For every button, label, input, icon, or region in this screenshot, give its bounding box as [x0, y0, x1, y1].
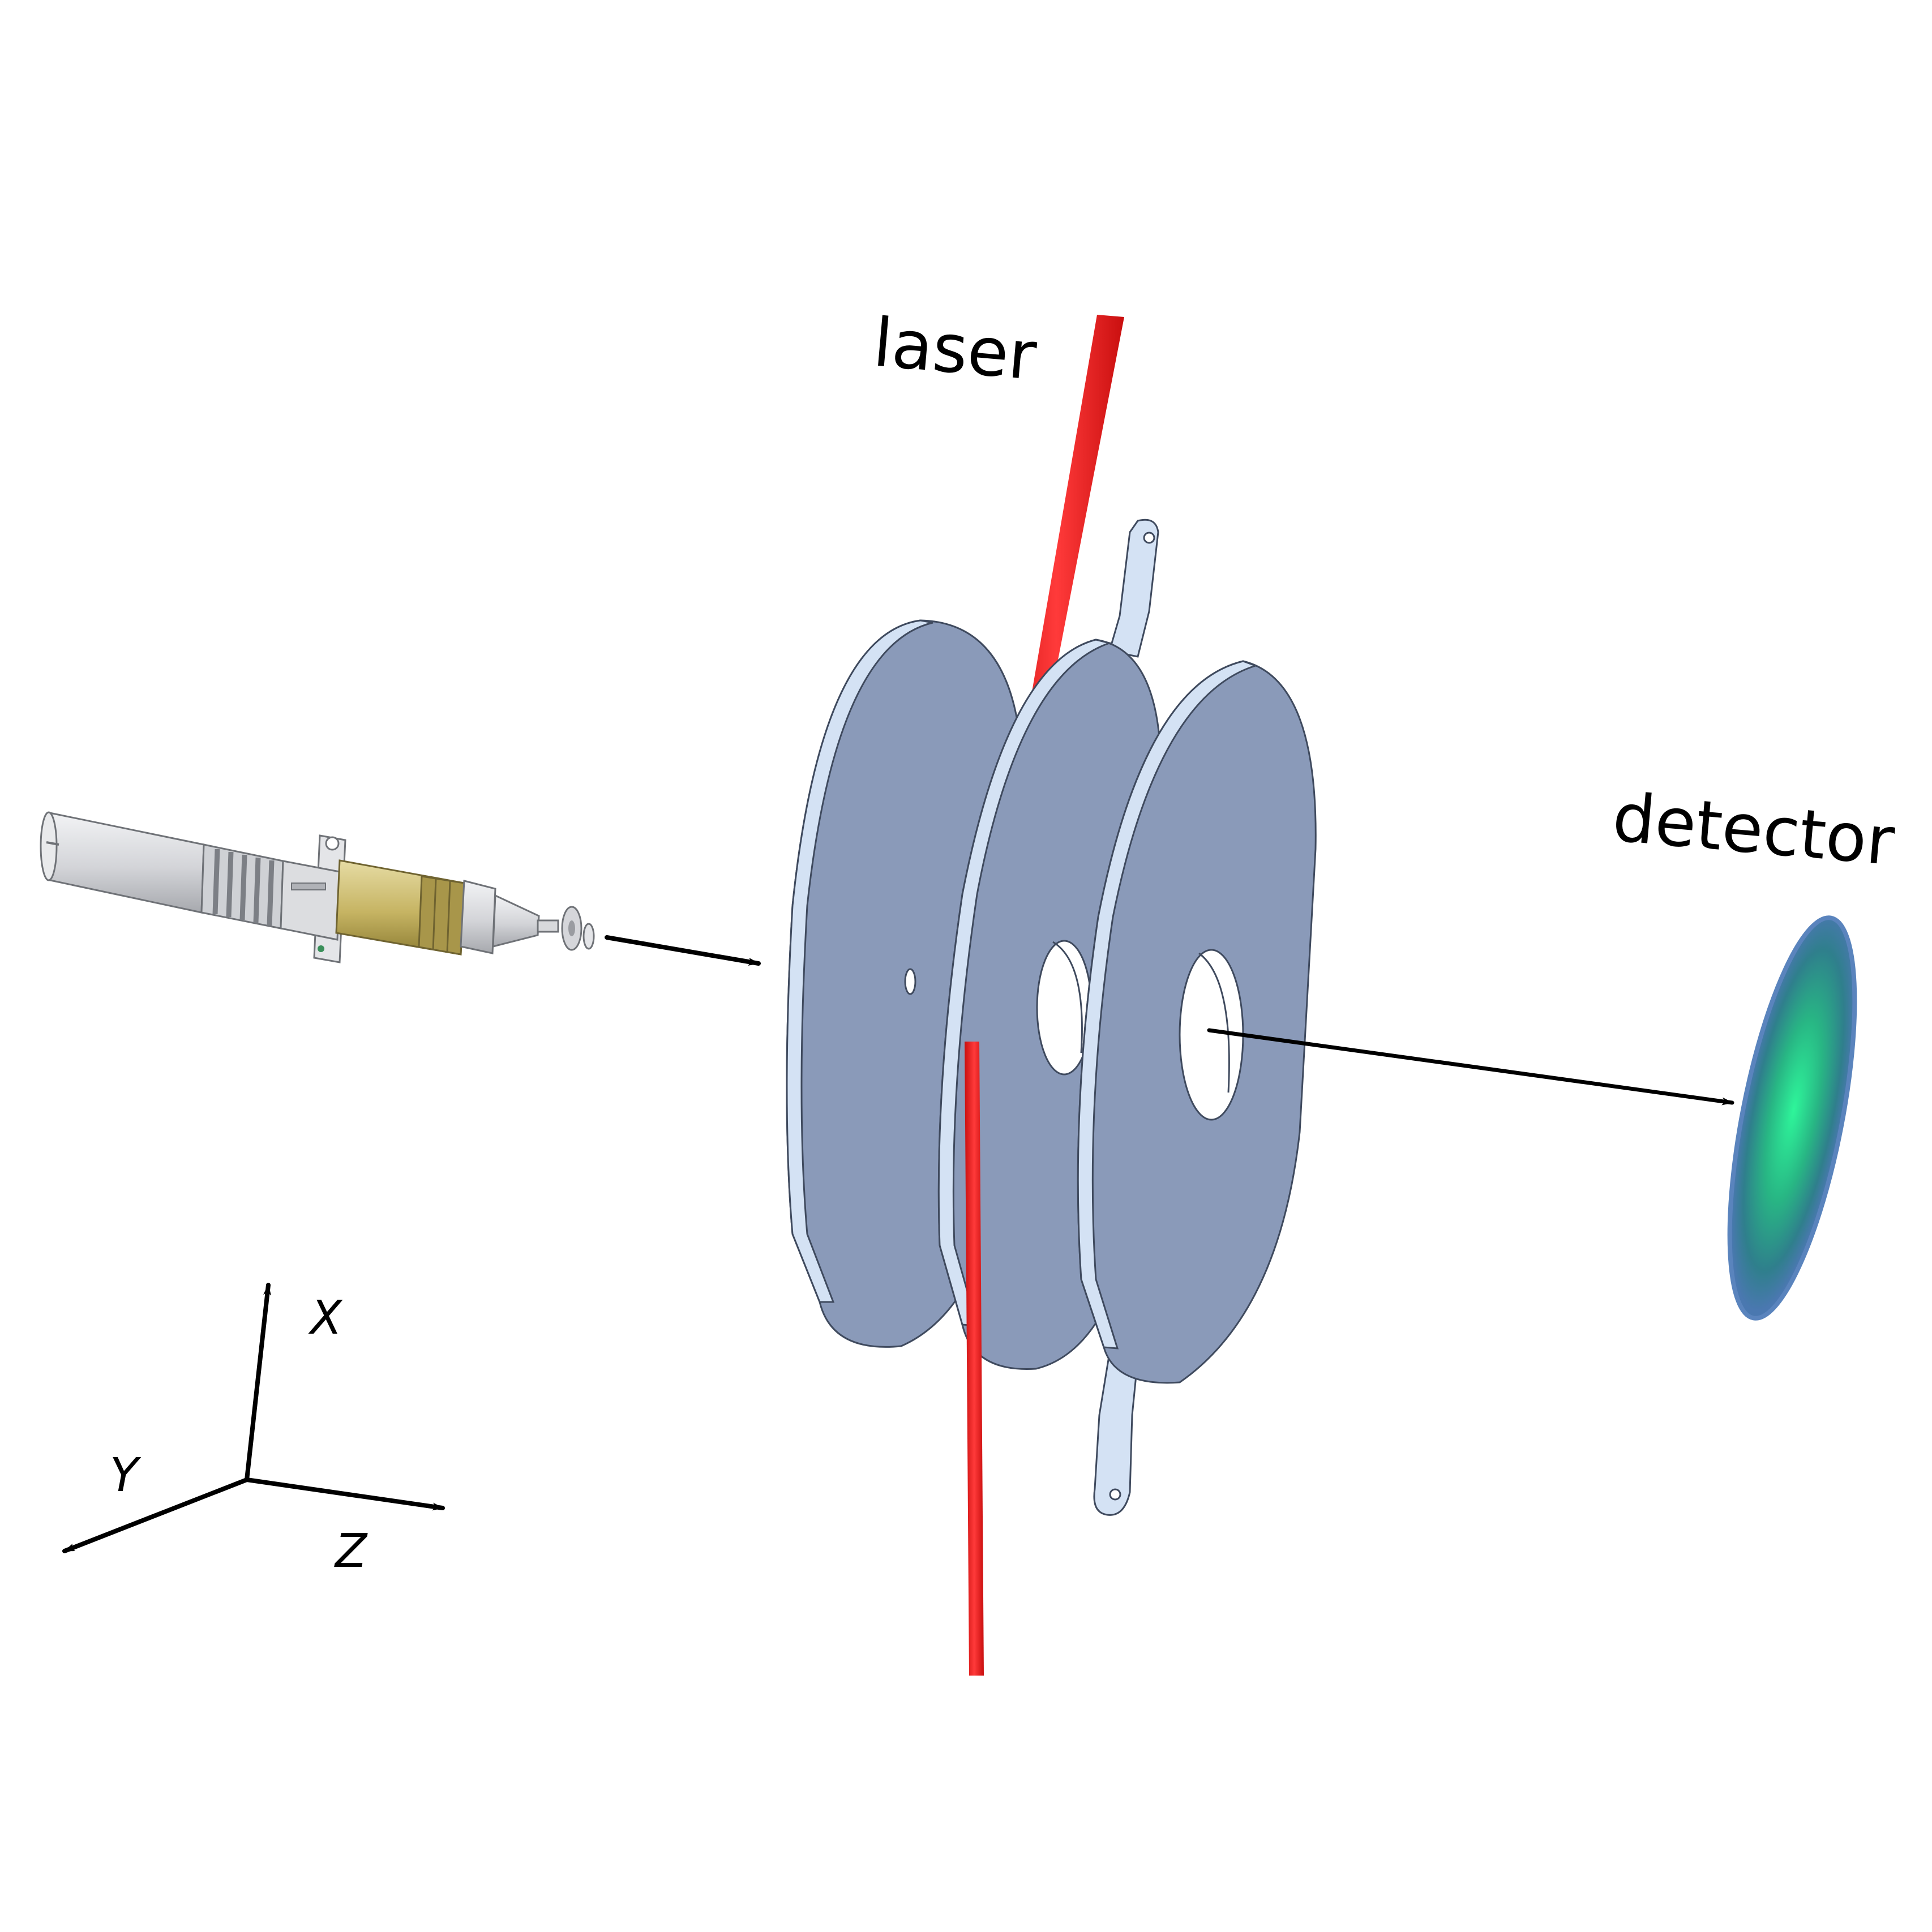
y-axis-label: Y: [110, 1449, 142, 1502]
y-axis-arrow: [62, 1477, 249, 1553]
laser-label: laser: [871, 303, 1040, 395]
x-axis-arrow: [245, 1283, 271, 1482]
electron-gun-icon: [40, 811, 595, 963]
x-axis-label: X: [308, 1291, 343, 1345]
laser-beam-lower: [965, 1042, 984, 1676]
electrode-plate-3: [1077, 660, 1317, 1516]
coordinate-axes: X Y Z: [62, 1283, 445, 1578]
beam-arrow-in: [605, 935, 761, 966]
z-axis-arrow: [245, 1477, 445, 1511]
detector-label: detector: [1610, 778, 1898, 880]
detector-spot-icon: [1727, 915, 1857, 1321]
beam-arrow-out: [1207, 1028, 1734, 1106]
z-axis-label: Z: [334, 1524, 368, 1578]
